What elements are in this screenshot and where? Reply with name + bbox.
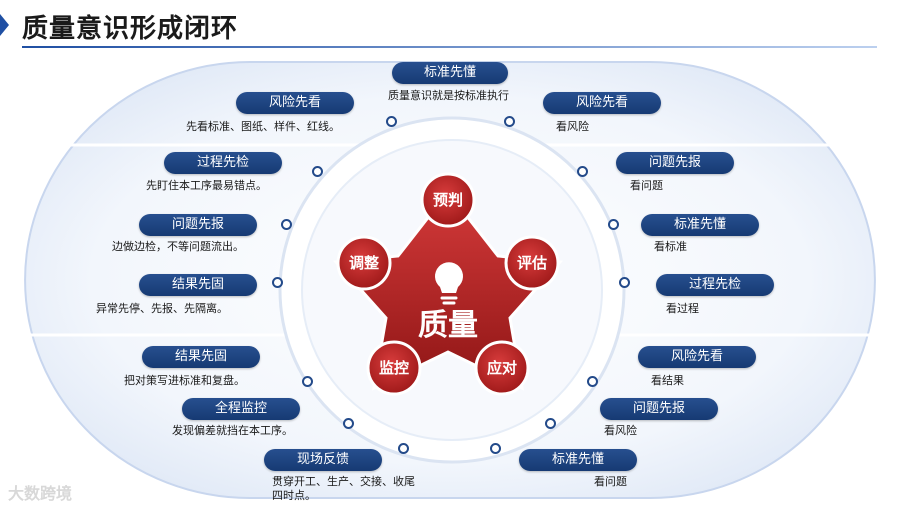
star-node-respond: 应对 [474, 340, 530, 396]
connector-dot [577, 166, 588, 177]
star-node-monitor: 监控 [366, 340, 422, 396]
connector-dot [386, 116, 397, 127]
title-bar: 质量意识形成闭环 [0, 0, 900, 50]
left-item-desc: 边做边检，不等问题流出。 [112, 240, 244, 253]
connector-dot [302, 376, 313, 387]
star-node-adjust: 调整 [336, 235, 392, 291]
right-item-pill: 标准先懂 [641, 214, 759, 236]
left-item-desc: 贯穿开工、生产、交接、收尾四时点。 [272, 475, 415, 502]
connector-dot [504, 116, 515, 127]
right-item-desc: 看风险 [604, 424, 637, 437]
left-item-pill: 过程先检 [164, 152, 282, 174]
left-item-desc: 异常先停、先报、先隔离。 [96, 302, 228, 315]
right-item-desc: 看标准 [654, 240, 687, 253]
top-item-pill: 标准先懂 [392, 62, 508, 84]
right-item-pill: 风险先看 [638, 346, 756, 368]
connector-dot [490, 443, 501, 454]
top-item-desc: 质量意识就是按标准执行 [388, 89, 509, 102]
star-node-assess: 评估 [504, 235, 560, 291]
right-item-desc: 看问题 [630, 179, 663, 192]
right-item-pill: 过程先检 [656, 274, 774, 296]
right-item-pill: 风险先看 [543, 92, 661, 114]
left-item-pill: 结果先固 [142, 346, 260, 368]
left-item-pill: 结果先固 [139, 274, 257, 296]
connector-dot [272, 277, 283, 288]
watermark-logo: 大数跨境 [8, 484, 73, 503]
connector-dot [587, 376, 598, 387]
connector-dot [619, 277, 630, 288]
left-item-desc: 把对策写进标准和复盘。 [124, 374, 245, 387]
page-title: 质量意识形成闭环 [22, 14, 239, 44]
star-node-predict: 预判 [420, 172, 476, 228]
left-item-pill: 问题先报 [139, 214, 257, 236]
connector-dot [398, 443, 409, 454]
right-item-pill: 问题先报 [616, 152, 734, 174]
left-item-pill: 全程监控 [182, 398, 300, 420]
connector-dot [608, 219, 619, 230]
connector-dot [545, 418, 556, 429]
left-item-pill: 现场反馈 [264, 449, 382, 471]
title-underline [22, 46, 877, 48]
center-label: 质量 [418, 308, 478, 343]
svg-text:评估: 评估 [517, 254, 547, 272]
left-item-pill: 风险先看 [236, 92, 354, 114]
title-arrow-icon [0, 14, 9, 36]
svg-text:预判: 预判 [433, 191, 463, 209]
right-item-pill: 问题先报 [600, 398, 718, 420]
svg-text:监控: 监控 [379, 359, 409, 377]
connector-dot [281, 219, 292, 230]
left-item-desc: 先看标准、图纸、样件、红线。 [186, 120, 340, 133]
right-item-desc: 看问题 [594, 475, 627, 488]
lightbulb-icon [435, 262, 463, 305]
svg-text:应对: 应对 [487, 359, 517, 377]
connector-dot [343, 418, 354, 429]
right-item-desc: 看结果 [651, 374, 684, 387]
right-item-pill: 标准先懂 [519, 449, 637, 471]
svg-text:调整: 调整 [349, 254, 379, 272]
left-item-desc: 先盯住本工序最易错点。 [146, 179, 267, 192]
right-item-desc: 看风险 [556, 120, 589, 133]
left-item-desc: 发现偏差就挡在本工序。 [172, 424, 293, 437]
right-item-desc: 看过程 [666, 302, 699, 315]
connector-dot [312, 166, 323, 177]
